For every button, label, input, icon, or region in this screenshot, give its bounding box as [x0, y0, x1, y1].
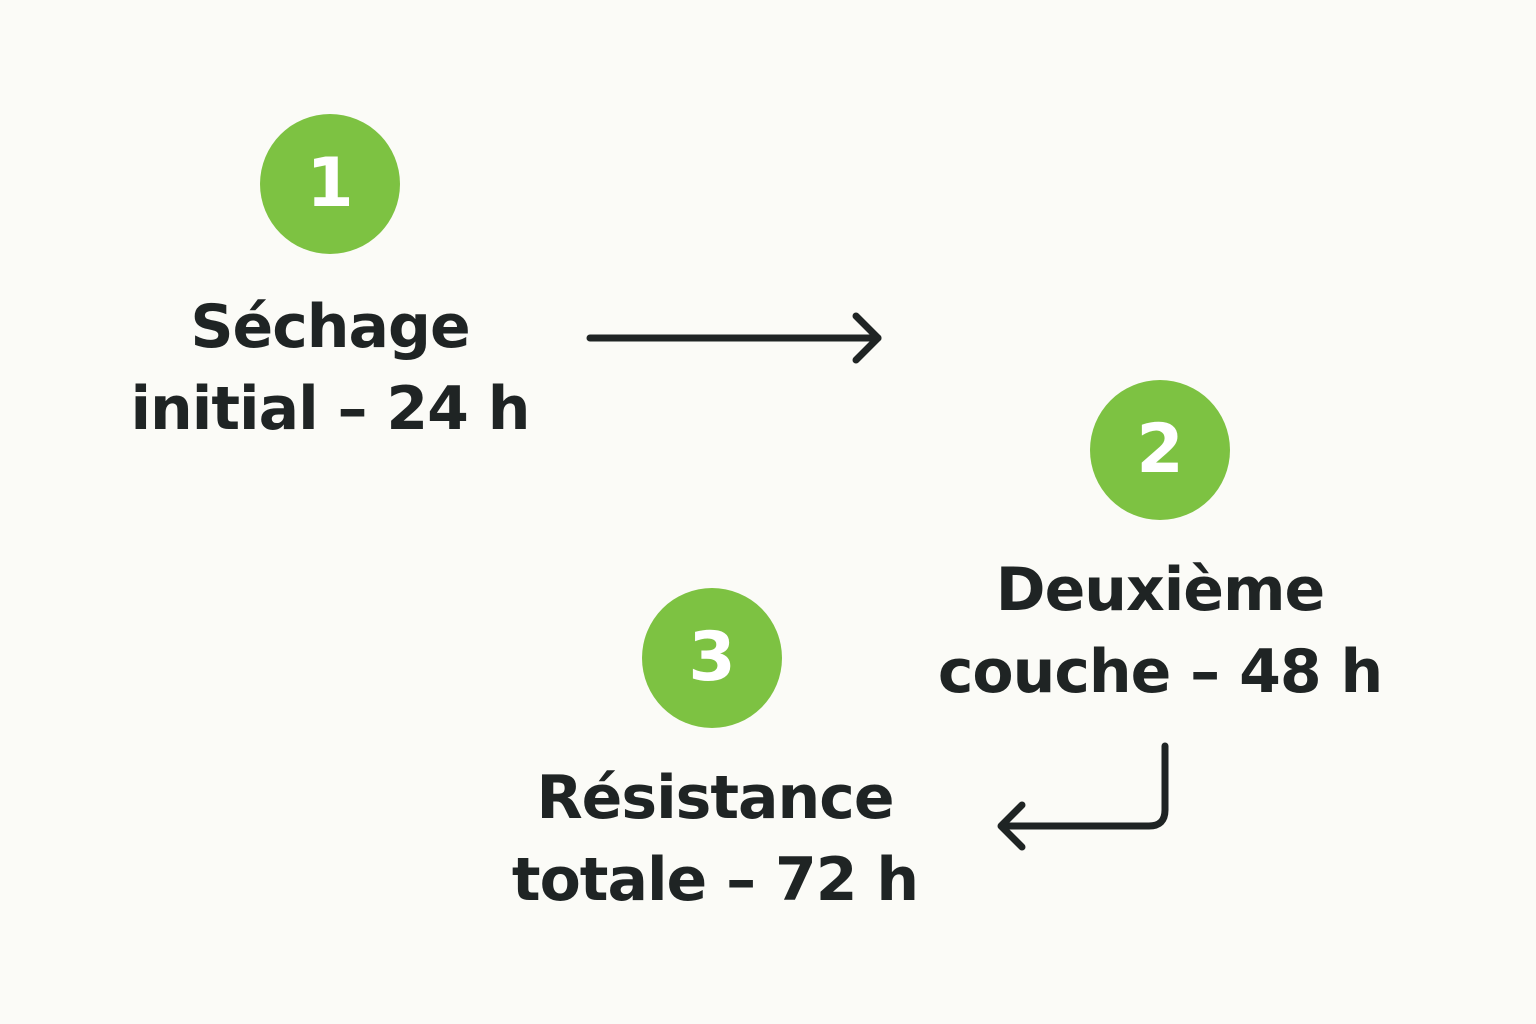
step-3-label-line-2: totale – 72 h: [511, 845, 919, 915]
step-1-label: Séchage initial – 24 h: [110, 286, 550, 450]
step-2-number-badge: 2: [1090, 380, 1230, 520]
step-2-label: Deuxième couche – 48 h: [905, 549, 1415, 713]
step-2-label-line-1: Deuxième: [995, 555, 1325, 625]
step-1-number-badge: 1: [260, 114, 400, 254]
step-3-label: Résistance totale – 72 h: [490, 757, 940, 921]
step-3-number-badge: 3: [642, 588, 782, 728]
step-2-label-line-2: couche – 48 h: [937, 637, 1383, 707]
step-3-label-line-1: Résistance: [536, 763, 894, 833]
step-1-label-line-1: Séchage: [190, 292, 470, 362]
step-1-label-line-2: initial – 24 h: [130, 374, 530, 444]
